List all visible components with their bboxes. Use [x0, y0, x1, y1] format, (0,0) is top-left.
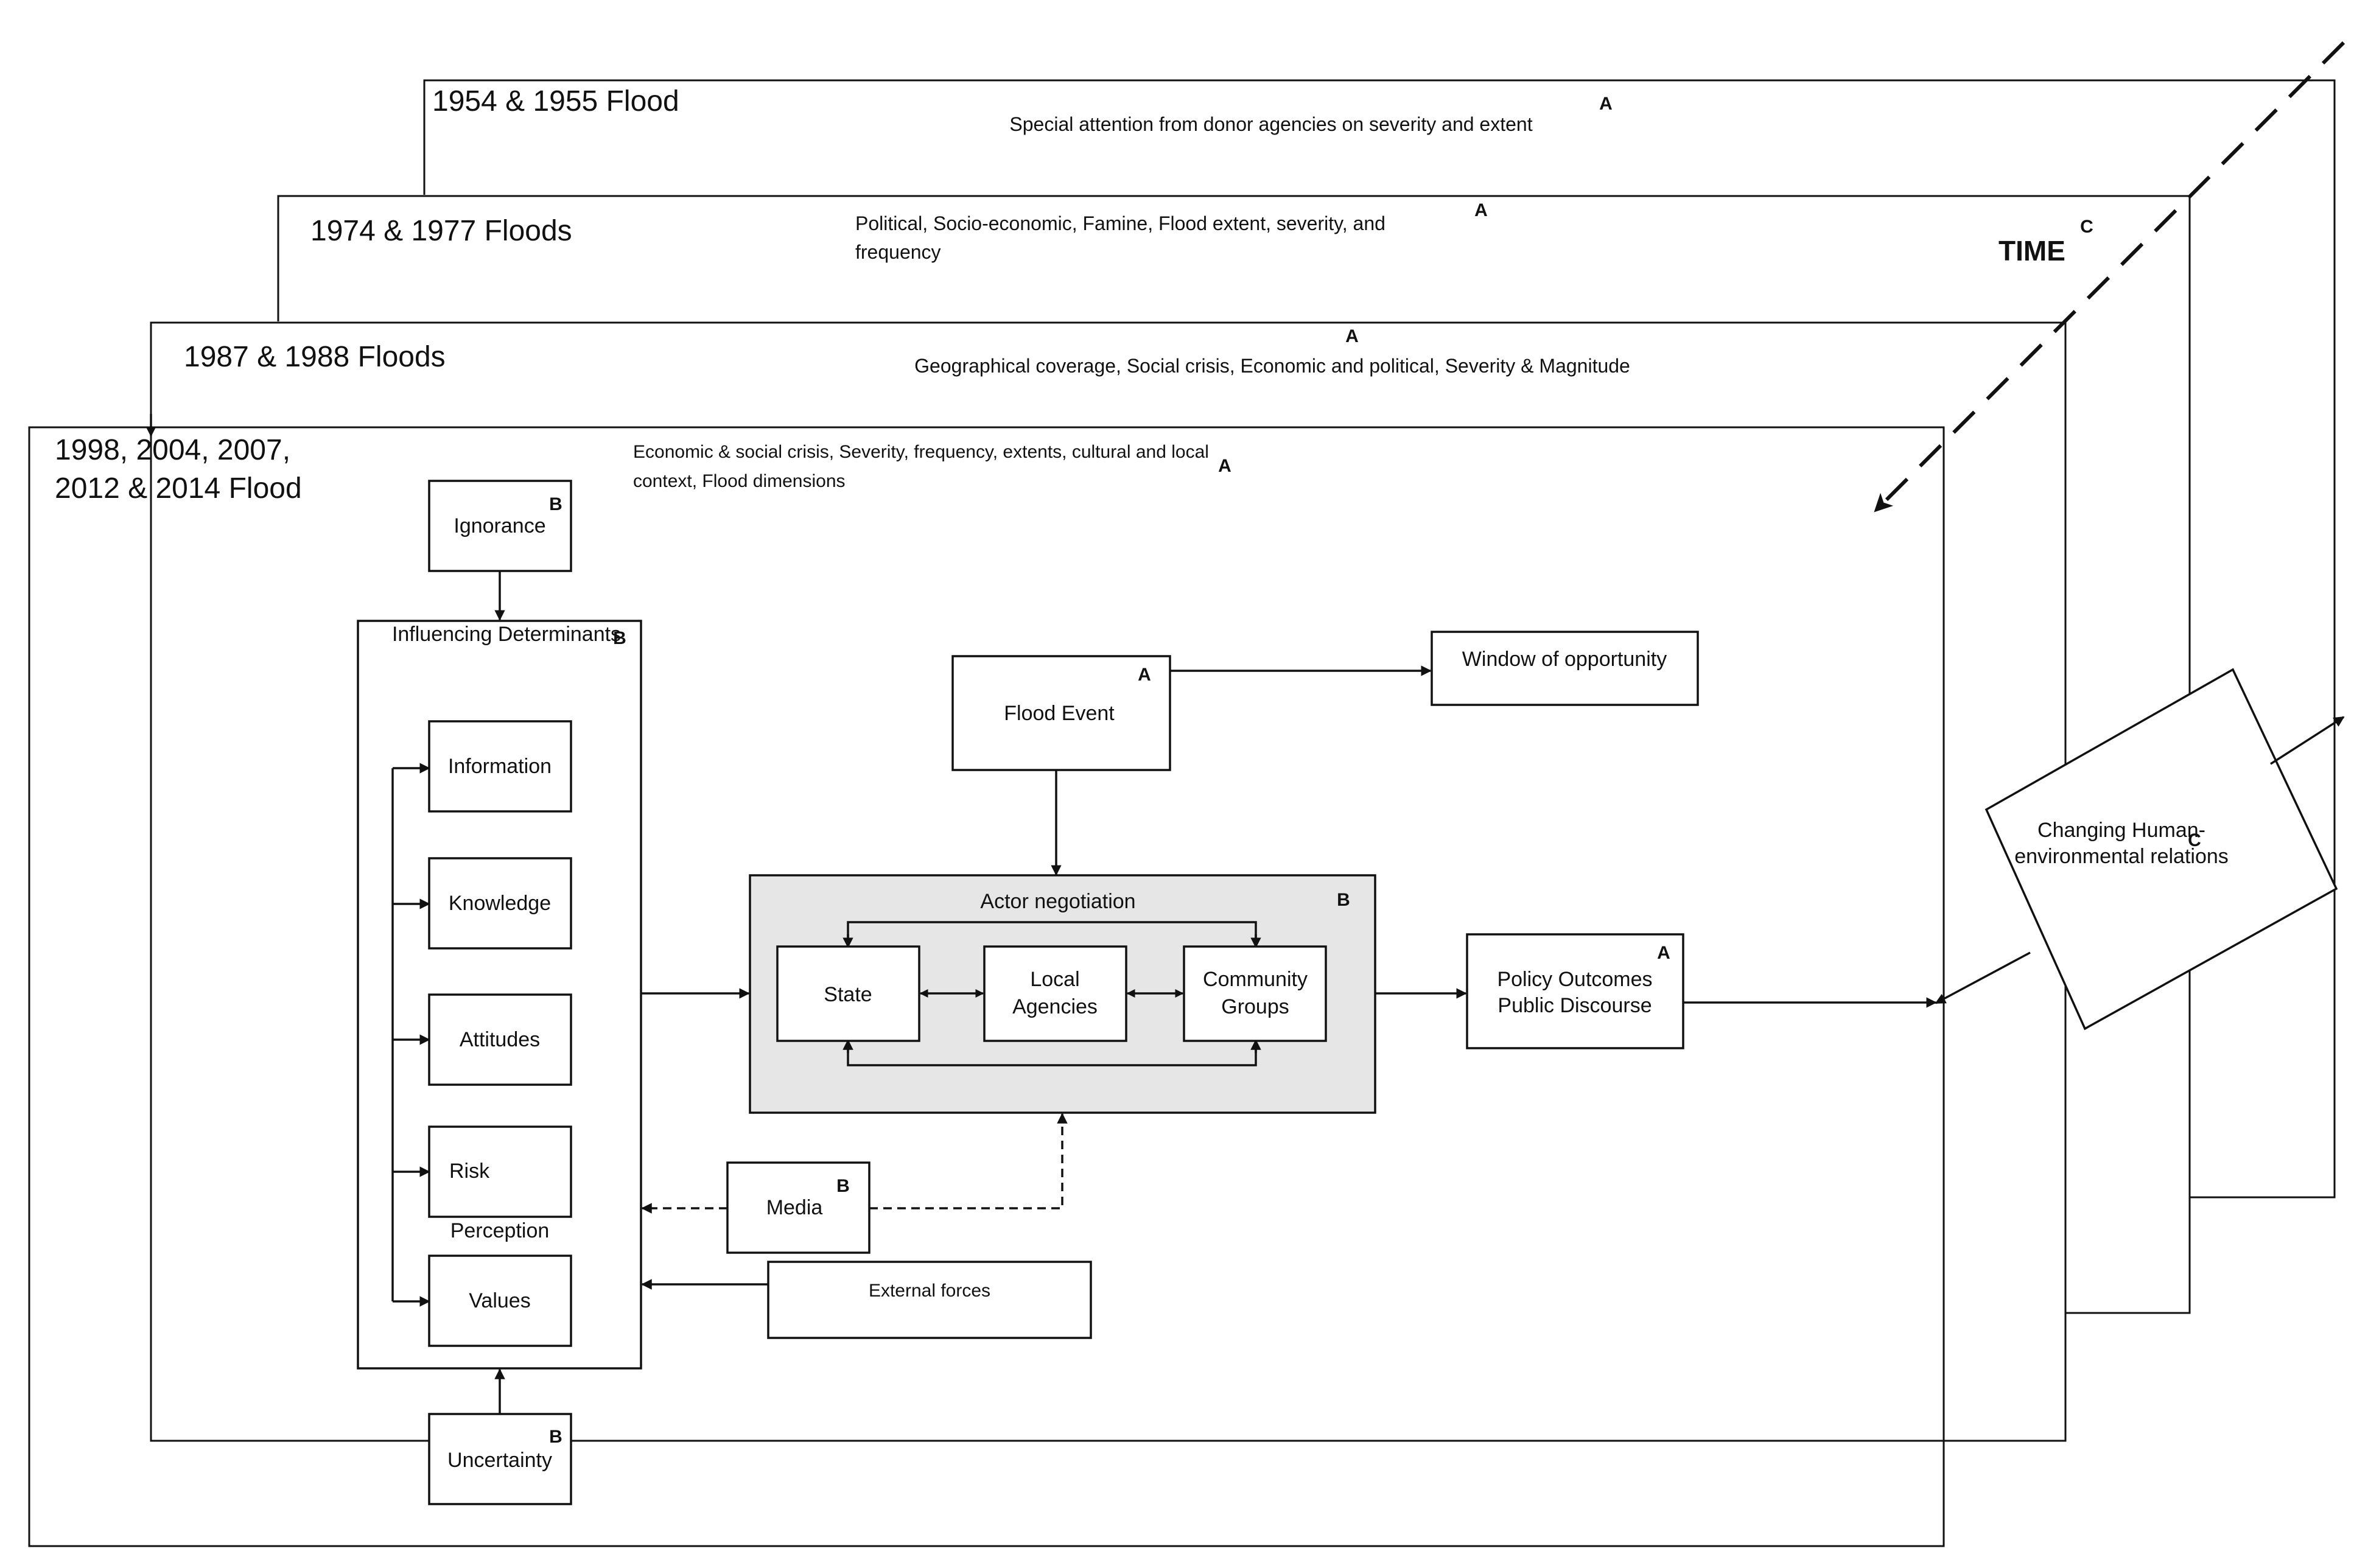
- risk-perception-label-line2: Perception: [450, 1219, 550, 1242]
- changing-relations-line2: environmental relations: [2014, 845, 2229, 868]
- window-of-opportunity-label: Window of opportunity: [1462, 648, 1667, 671]
- layer-description-1987: Geographical coverage, Social crisis, Ec…: [914, 355, 1630, 377]
- layer-description-1974-line1: Political, Socio-economic, Famine, Flood…: [855, 212, 1385, 234]
- uncertainty-tag: B: [549, 1427, 562, 1447]
- changing-relations-line1: Changing Human-: [2037, 819, 2205, 842]
- layer-frame-1954: [423, 79, 2336, 1199]
- layer-tag-1998: A: [1218, 456, 1231, 476]
- community-groups-line2: Groups: [1221, 995, 1289, 1018]
- risk-perception-box: [428, 1125, 572, 1218]
- actor-negotiation-title: Actor negotiation: [980, 890, 1135, 913]
- community-groups-line1: Community: [1203, 968, 1308, 991]
- changing-relations-tag: C: [2188, 830, 2201, 850]
- determinants-box: [357, 620, 642, 1370]
- uncertainty-label: Uncertainty: [447, 1449, 552, 1472]
- media-to-actor-arrow: [869, 1113, 1068, 1209]
- external-forces-box: [767, 1261, 1092, 1339]
- changing-relations-box: [1984, 668, 2338, 1031]
- layer-tag-1987: A: [1345, 326, 1359, 346]
- flood-event-label: Flood Event: [1004, 702, 1115, 725]
- time-label: TIME: [1998, 235, 2065, 267]
- information-label: Information: [448, 755, 552, 778]
- ignorance-label: Ignorance: [454, 514, 545, 537]
- window-of-opportunity-box: [1431, 631, 1699, 706]
- layer-description-1998-line2: context, Flood dimensions: [633, 471, 846, 491]
- layer-title-1987: 1987 & 1988 Floods: [184, 341, 446, 373]
- time-tag: C: [2080, 217, 2093, 237]
- community-groups-box: [1183, 945, 1327, 1042]
- actor-negotiation-tag: B: [1337, 890, 1350, 910]
- determinants-tag: B: [613, 628, 626, 648]
- layer-frame-1998: [28, 426, 1945, 1547]
- attitudes-label: Attitudes: [460, 1028, 540, 1051]
- changing-relations-out-arrow: [2270, 716, 2345, 765]
- media-tag: B: [836, 1176, 850, 1196]
- local-agencies-line1: Local: [1030, 968, 1079, 991]
- knowledge-label: Knowledge: [449, 892, 551, 915]
- layer-title-1998-line1: 1998, 2004, 2007,: [55, 434, 290, 466]
- determinants-title: Influencing Determinants: [392, 623, 621, 646]
- actor-top-loop: [847, 921, 1257, 945]
- layer-description-1954: Special attention from donor agencies on…: [1009, 113, 1532, 135]
- ignorance-tag: B: [549, 494, 562, 514]
- changing-relations-in-arrow: [1935, 951, 2031, 1004]
- layer-title-1974: 1974 & 1977 Floods: [310, 215, 572, 247]
- ignorance-box: [428, 480, 572, 572]
- media-label: Media: [766, 1196, 823, 1219]
- layer-tag-1974: A: [1474, 200, 1488, 220]
- policy-outcomes-line1: Policy Outcomes: [1497, 968, 1652, 991]
- state-label: State: [824, 983, 872, 1006]
- uncertainty-box: [428, 1413, 572, 1505]
- risk-perception-label-line1: Risk: [449, 1160, 490, 1183]
- layer-description-1974-line2: frequency: [855, 241, 941, 263]
- values-box: [428, 1255, 572, 1347]
- local-agencies-box: [983, 945, 1127, 1042]
- flood-event-tag: A: [1138, 665, 1151, 685]
- policy-outcomes-box: [1466, 933, 1684, 1049]
- layer-title-1998-line2: 2012 & 2014 Flood: [55, 472, 302, 505]
- layer-description-1998-line1: Economic & social crisis, Severity, freq…: [633, 442, 1209, 462]
- time-arrow: [1874, 41, 2345, 513]
- policy-outcomes-line2: Public Discourse: [1498, 994, 1652, 1017]
- external-forces-label: External forces: [869, 1281, 990, 1301]
- actor-bottom-loop: [847, 1042, 1257, 1066]
- layer-title-1954: 1954 & 1955 Flood: [432, 85, 679, 117]
- state-box: [776, 945, 920, 1042]
- local-agencies-line2: Agencies: [1012, 995, 1098, 1018]
- policy-outcomes-tag: A: [1657, 943, 1670, 963]
- layer-tag-1954: A: [1599, 94, 1613, 114]
- values-label: Values: [469, 1289, 530, 1312]
- flood-event-box: [951, 655, 1171, 771]
